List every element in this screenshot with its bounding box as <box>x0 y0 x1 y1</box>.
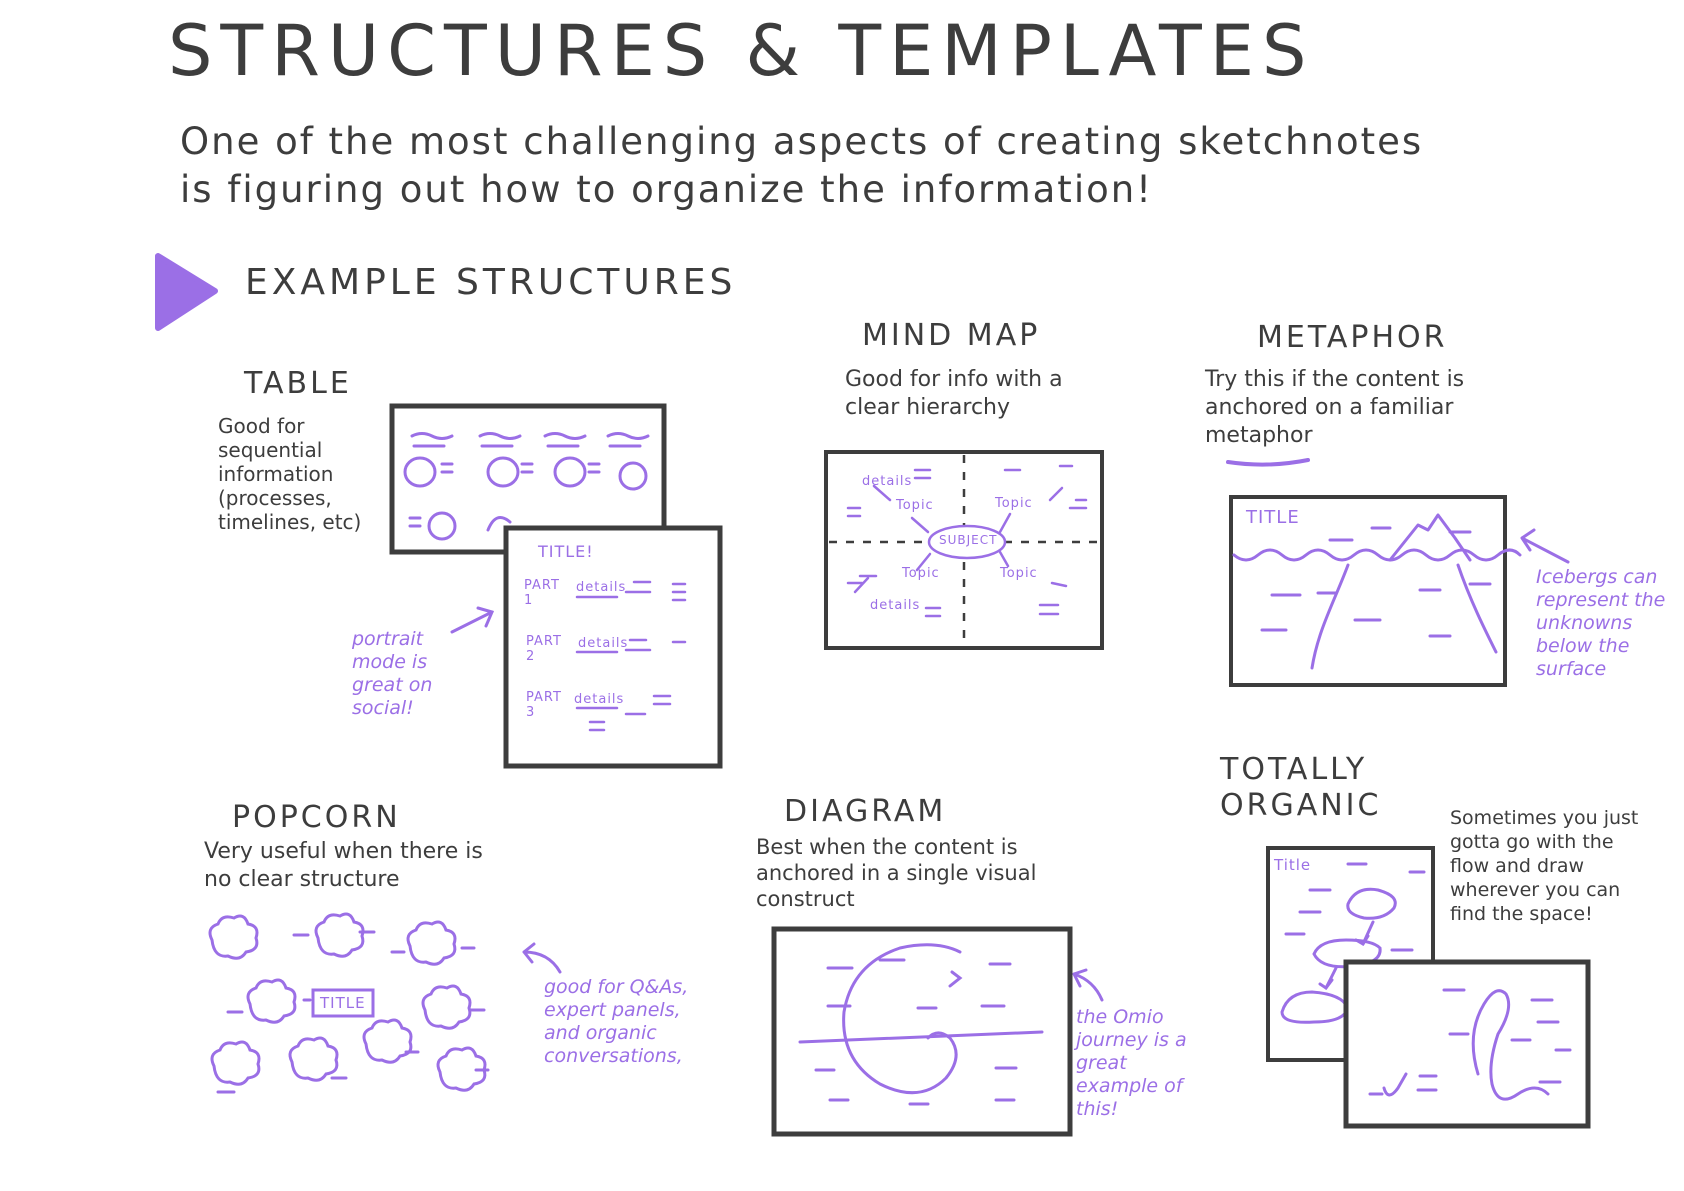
organic-landscape-sketch <box>1343 959 1591 1129</box>
table-part-3: PART 3 <box>526 690 562 720</box>
spiral-drawing <box>798 943 1044 1106</box>
iceberg-drawing <box>1232 513 1522 670</box>
organic-landscape-content <box>1368 988 1572 1101</box>
metaphor-note: Icebergs can represent the unknowns belo… <box>1536 566 1666 680</box>
mind-map-topic-1: Topic <box>896 498 934 513</box>
diagram-arrow-icon <box>1072 968 1104 1002</box>
table-landscape-content <box>403 432 650 541</box>
metaphor-arrow-icon <box>1520 528 1570 564</box>
diagram-title: DIAGRAM <box>784 794 947 829</box>
metaphor-description: Try this if the content is anchored on a… <box>1205 367 1465 448</box>
metaphor-title: METAPHOR <box>1257 320 1448 355</box>
table-portrait-content <box>575 580 687 732</box>
mind-map-details-2: details <box>870 598 921 613</box>
metaphor-inner-title: TITLE <box>1246 507 1300 528</box>
mind-map-subject: SUBJECT <box>939 533 998 547</box>
popcorn-title: POPCORN <box>232 800 401 835</box>
table-note: portrait mode is great on social! <box>352 628 433 719</box>
page-title: STRUCTURES & TEMPLATES <box>168 10 1315 92</box>
table-details-3: details <box>574 692 625 707</box>
organic-note: Sometimes you just gotta go with the flo… <box>1450 807 1639 925</box>
table-part-2: PART 2 <box>526 634 562 664</box>
organic-title: TOTALLY ORGANIC <box>1220 752 1382 823</box>
diagram-sketch <box>771 926 1073 1137</box>
popcorn-sketch <box>208 912 490 1094</box>
mind-map-title: MIND MAP <box>862 318 1041 353</box>
organic-inner-title: Title <box>1274 856 1312 874</box>
play-triangle-icon <box>155 253 218 331</box>
intro-text: One of the most challenging aspects of c… <box>180 120 1424 211</box>
table-details-2: details <box>578 636 629 651</box>
table-part-1: PART 1 <box>524 578 560 608</box>
popcorn-note: good for Q&As, expert panels, and organi… <box>544 976 689 1067</box>
metaphor-sketch <box>1229 495 1507 687</box>
mind-map-details-1: details <box>862 474 913 489</box>
mind-map-topic-3: Topic <box>902 566 940 581</box>
diagram-note: the Omio journey is a great example of t… <box>1076 1006 1187 1120</box>
portrait-arrow-icon <box>450 606 495 634</box>
popcorn-description: Very useful when there is no clear struc… <box>204 839 483 892</box>
diagram-description: Best when the content is anchored in a s… <box>756 835 1037 911</box>
section-heading: EXAMPLE STRUCTURES <box>245 262 737 303</box>
table-title: TABLE <box>244 366 352 401</box>
mind-map-sketch <box>824 450 1104 650</box>
table-portrait-sketch <box>503 525 723 769</box>
mind-map-topic-2: Topic <box>995 496 1033 511</box>
popcorn-arrow-icon <box>522 942 562 974</box>
familiar-underline <box>1226 458 1310 467</box>
popcorn-inner-title: TITLE <box>320 994 366 1012</box>
table-portrait-title: TITLE! <box>538 542 594 561</box>
table-description: Good for sequential information (process… <box>218 414 362 534</box>
mind-map-topic-4: Topic <box>1000 566 1038 581</box>
table-details-1: details <box>576 580 627 595</box>
mind-map-description: Good for info with a clear hierarchy <box>845 367 1063 420</box>
